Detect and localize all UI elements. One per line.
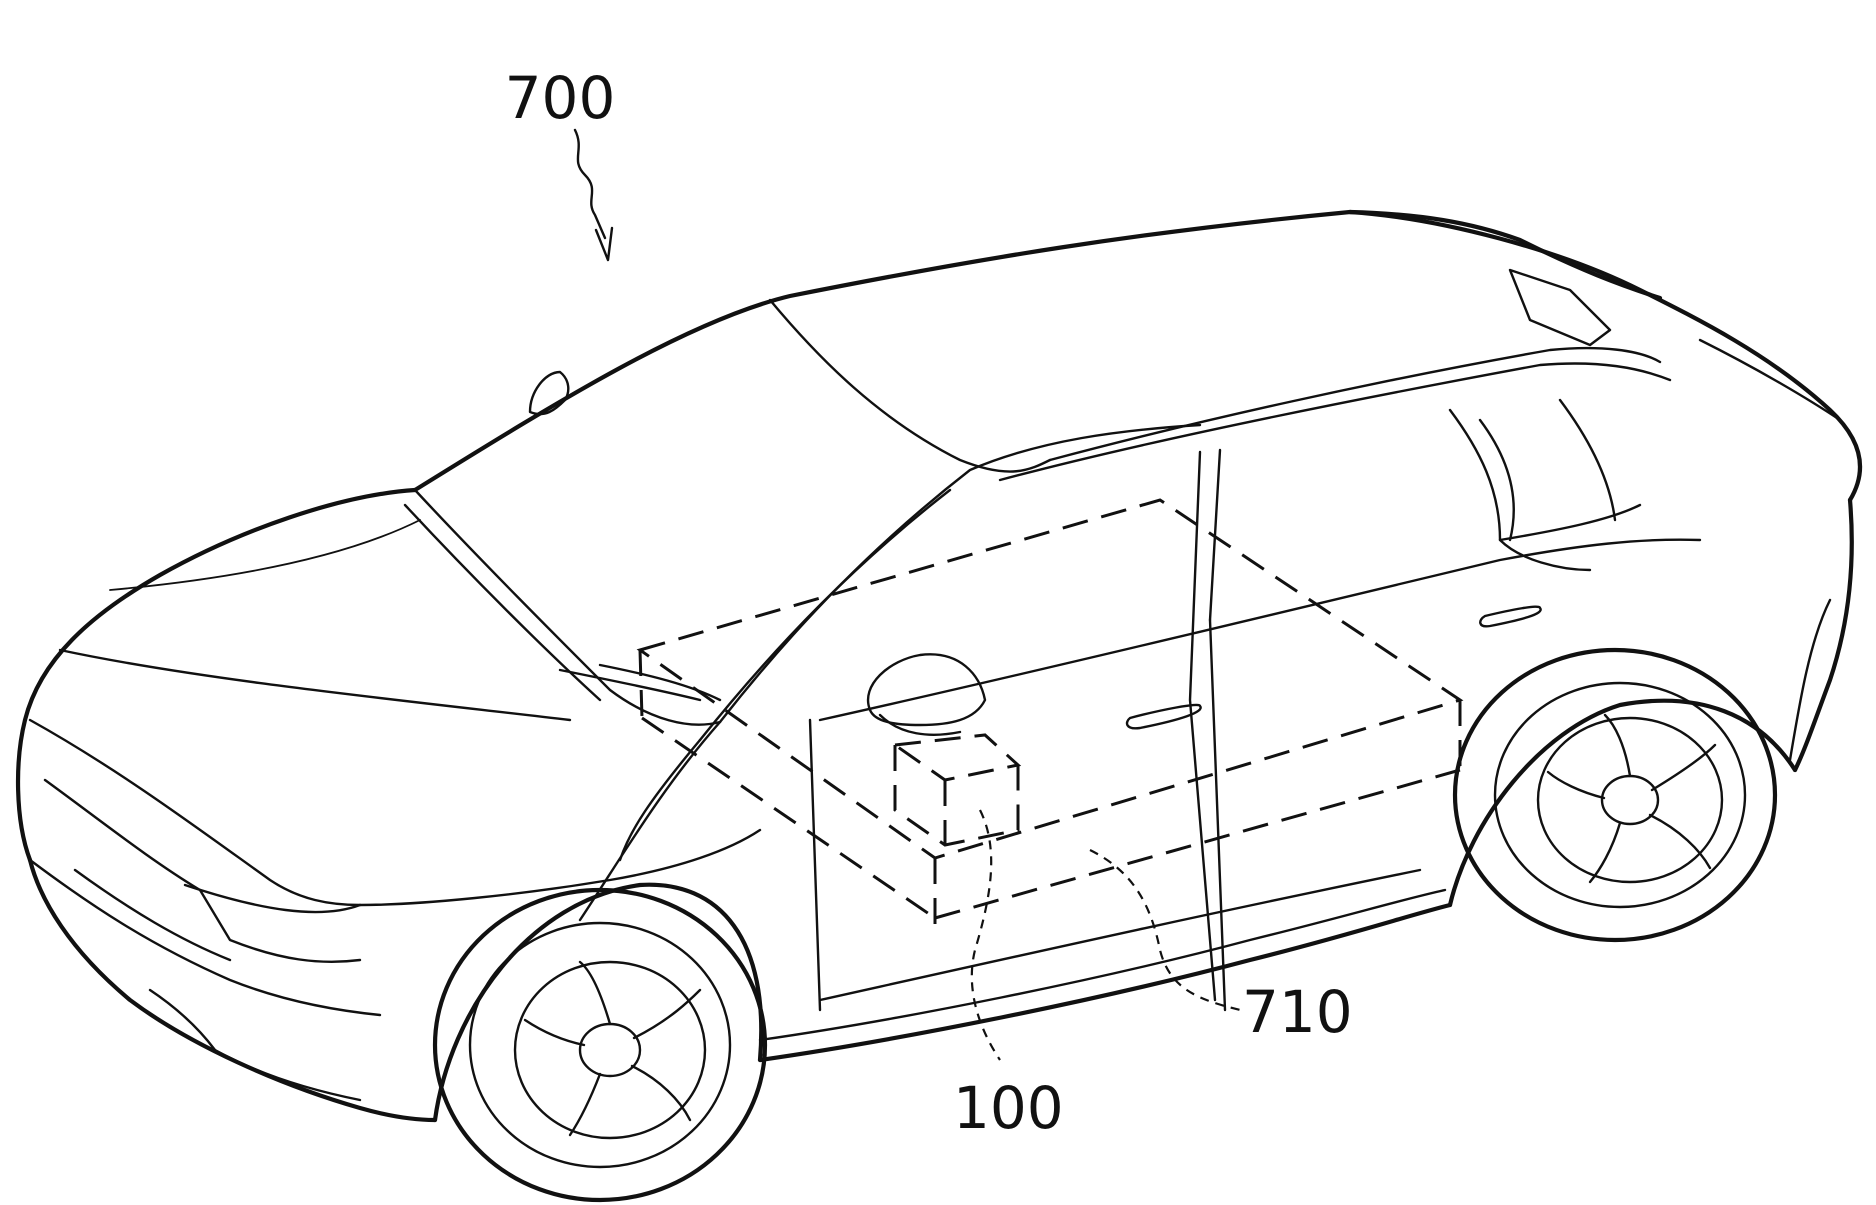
battery-pack-outline <box>640 500 1460 930</box>
car-body <box>18 212 1860 1120</box>
module-outline <box>895 735 1018 845</box>
front-wheel <box>435 890 765 1200</box>
ref-label-battery-pack: 710 <box>1242 978 1353 1046</box>
leader-lines <box>575 130 1240 1060</box>
ref-label-module: 100 <box>953 1074 1064 1142</box>
ref-label-vehicle: 700 <box>505 64 616 132</box>
